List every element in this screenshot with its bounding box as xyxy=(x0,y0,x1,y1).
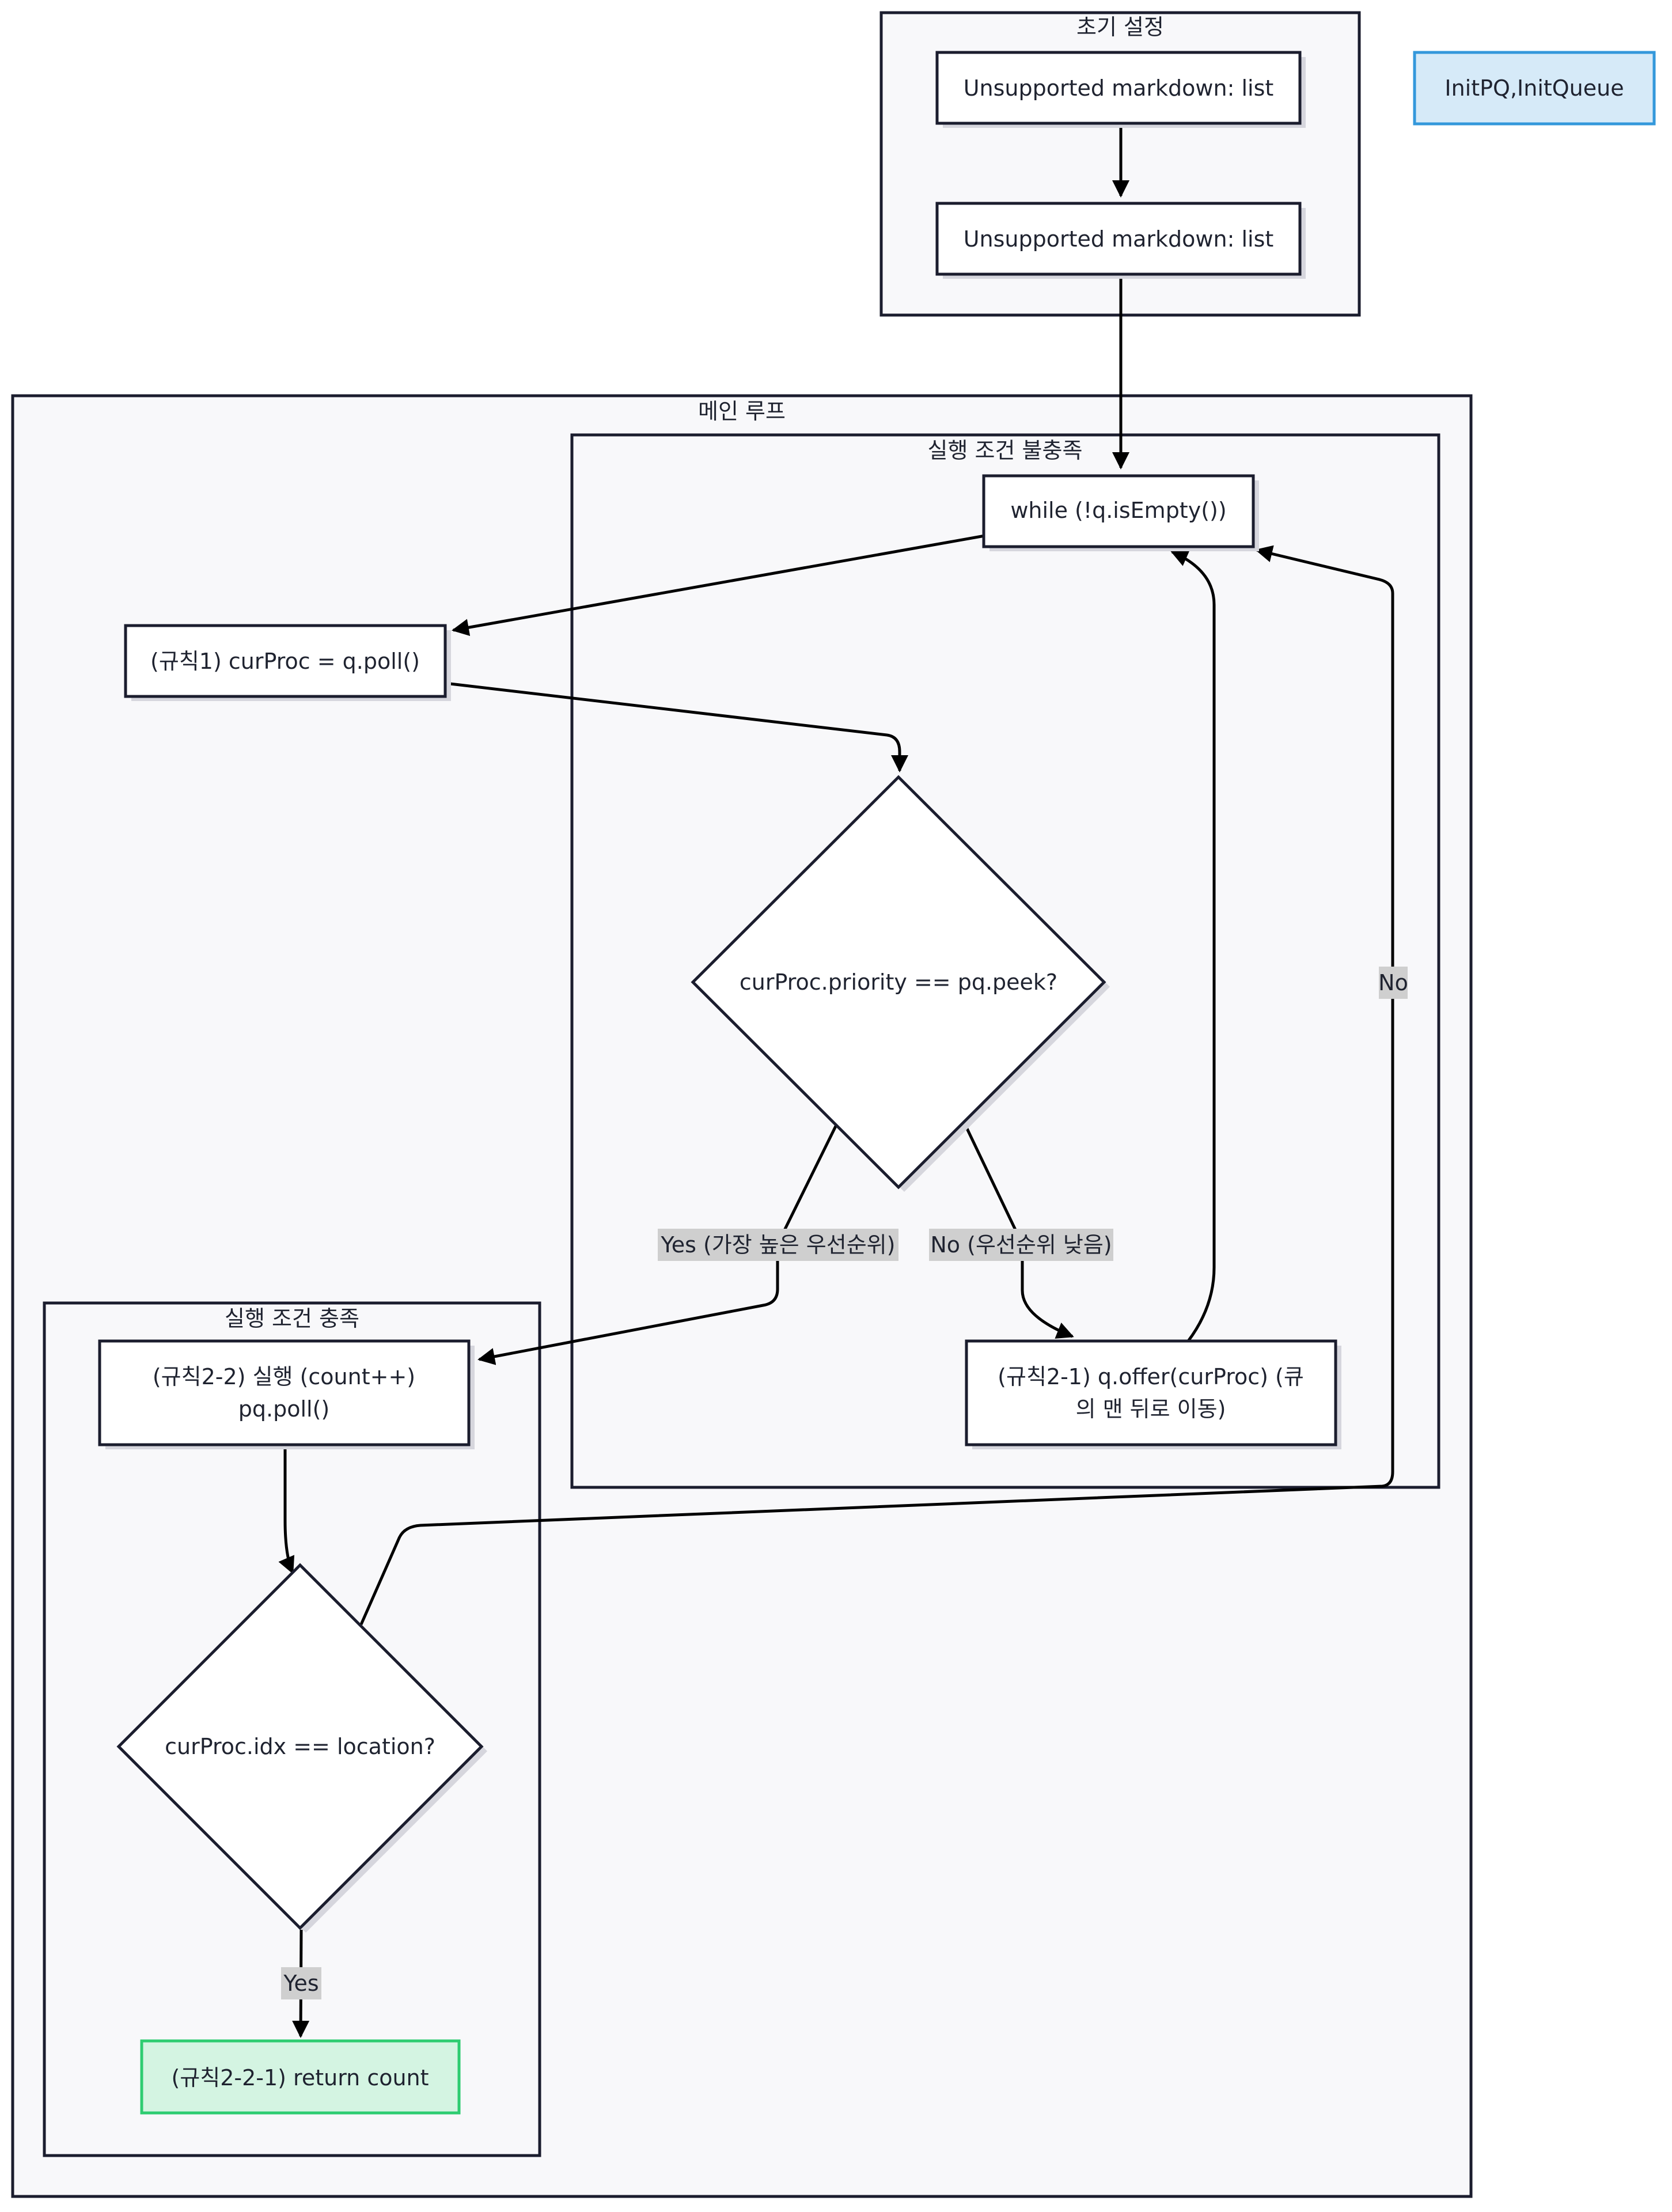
node-poll: (규칙1) curProc = q.poll() xyxy=(124,624,451,701)
node-poll-text: (규칙1) curProc = q.poll() xyxy=(150,649,420,674)
edge-label-yes-highest: Yes (가장 높은 우선순위) xyxy=(658,1229,898,1261)
edge-while-to-poll xyxy=(452,534,985,637)
cluster-init-title: 초기 설정 xyxy=(1076,14,1164,40)
edge-label-no-loop: No xyxy=(1378,967,1408,999)
node-return-count-text: (규칙2-2-1) return count xyxy=(171,2065,429,2090)
edge-label-no-lower: No (우선순위 낮음) xyxy=(929,1229,1113,1261)
node-init-queue: Unsupported markdown: list xyxy=(935,202,1306,279)
svg-text:No: No xyxy=(1378,970,1408,995)
node-location-check: curProc.idx == location? xyxy=(116,1563,487,1933)
edge-execute-to-location xyxy=(278,1449,295,1574)
cluster-condition-ok-title: 실행 조건 충족 xyxy=(225,1306,359,1331)
edge-offer-to-while xyxy=(1170,550,1216,1342)
node-execute: (규칙2-2) 실행 (count++) pq.poll() xyxy=(98,1339,475,1449)
edge-poll-to-priority xyxy=(445,681,908,772)
cluster-main-loop-title: 메인 루프 xyxy=(698,399,786,424)
node-location-check-text: curProc.idx == location? xyxy=(165,1734,435,1759)
node-execute-line1: (규칙2-2) 실행 (count++) xyxy=(153,1364,415,1389)
node-init-pq-text: Unsupported markdown: list xyxy=(964,75,1274,101)
svg-text:Yes (가장 높은 우선순위): Yes (가장 높은 우선순위) xyxy=(661,1232,896,1257)
svg-text:No (우선순위 낮음): No (우선순위 낮음) xyxy=(930,1232,1112,1257)
node-priority-check-text: curProc.priority == pq.peek? xyxy=(740,969,1057,995)
node-while-loop: while (!q.isEmpty()) xyxy=(982,474,1259,551)
node-offer-line2: 의 맨 뒤로 이동) xyxy=(1076,1396,1226,1422)
node-priority-check: curProc.priority == pq.peek? xyxy=(691,775,1110,1192)
edge-label-yes-found: Yes xyxy=(281,1967,321,1999)
svg-text:Yes: Yes xyxy=(283,1971,319,1996)
node-legend-init: InitPQ,InitQueue xyxy=(1413,51,1656,126)
edge-priority-no-to-offer xyxy=(964,1124,1074,1339)
node-init-pq: Unsupported markdown: list xyxy=(935,51,1306,128)
node-offer: (규칙2-1) q.offer(curProc) (큐 의 맨 뒤로 이동) xyxy=(965,1339,1341,1449)
node-offer-line1: (규칙2-1) q.offer(curProc) (큐 xyxy=(998,1364,1304,1389)
node-while-loop-text: while (!q.isEmpty()) xyxy=(1010,498,1226,523)
edge-location-no-to-while xyxy=(359,545,1394,1626)
node-execute-line2: pq.poll() xyxy=(238,1396,329,1422)
node-return-count: (규칙2-2-1) return count xyxy=(140,2039,461,2115)
cluster-condition-fail-title: 실행 조건 불충족 xyxy=(928,438,1083,463)
node-init-queue-text: Unsupported markdown: list xyxy=(964,226,1274,252)
edge-priority-yes-to-execute xyxy=(477,1124,838,1365)
node-legend-init-text: InitPQ,InitQueue xyxy=(1444,75,1624,101)
